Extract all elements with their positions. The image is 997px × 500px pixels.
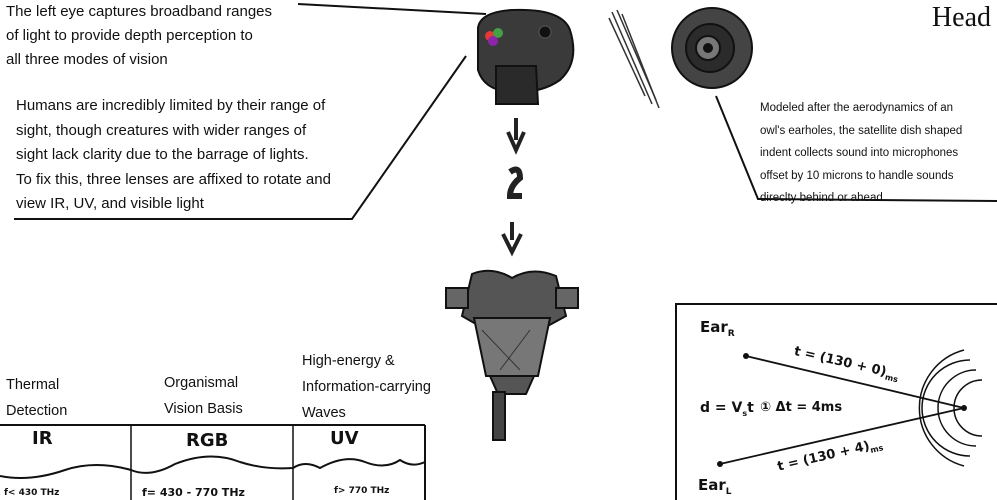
band-uv-label: UV — [330, 428, 359, 449]
sound-diagram-box — [675, 303, 997, 500]
ear-dish-sketch — [671, 7, 753, 89]
ear-right-label: EarR — [700, 318, 735, 339]
page-title: Head — [931, 2, 991, 33]
head-assembly-sketch — [445, 269, 579, 441]
head-side-slats — [608, 9, 660, 109]
down-arrow-icon — [501, 222, 523, 257]
organismal-label: Organismal Vision Basis — [164, 375, 243, 417]
left-eye-note: The left eye captures broadband ranges o… — [6, 3, 273, 68]
head-front-sketch — [477, 8, 575, 105]
band-uv-frequency: f> 770 THz — [334, 486, 390, 496]
band-rgb-label: RGB — [186, 430, 229, 451]
lens-leader — [14, 55, 467, 220]
owl-ear-note: Modeled after the aerodynamics of an owl… — [760, 102, 963, 204]
owl-leader — [715, 95, 997, 202]
down-arrow-icon — [506, 118, 526, 155]
left-eye-leader — [297, 3, 487, 15]
spectrum-table — [0, 424, 426, 500]
thermal-label: Thermal Detection — [6, 377, 68, 419]
delta-time-label: ① Δt = 4ms — [760, 400, 843, 415]
band-ir-frequency: f< 430 THz — [4, 488, 60, 498]
high-energy-label: High-energy & Information-carrying Waves — [302, 353, 431, 421]
wave-line — [0, 455, 426, 479]
ear-left-label: EarL — [698, 476, 732, 497]
band-ir-label: IR — [32, 428, 53, 449]
vision-limits-note: Humans are incredibly limited by their r… — [16, 97, 331, 212]
band-rgb-frequency: f= 430 - 770 THz — [142, 486, 245, 499]
green-lens-icon — [493, 28, 503, 38]
violet-lens-icon — [488, 36, 498, 46]
connector-sketch — [506, 166, 524, 199]
distance-formula: d = Vst — [700, 400, 754, 418]
